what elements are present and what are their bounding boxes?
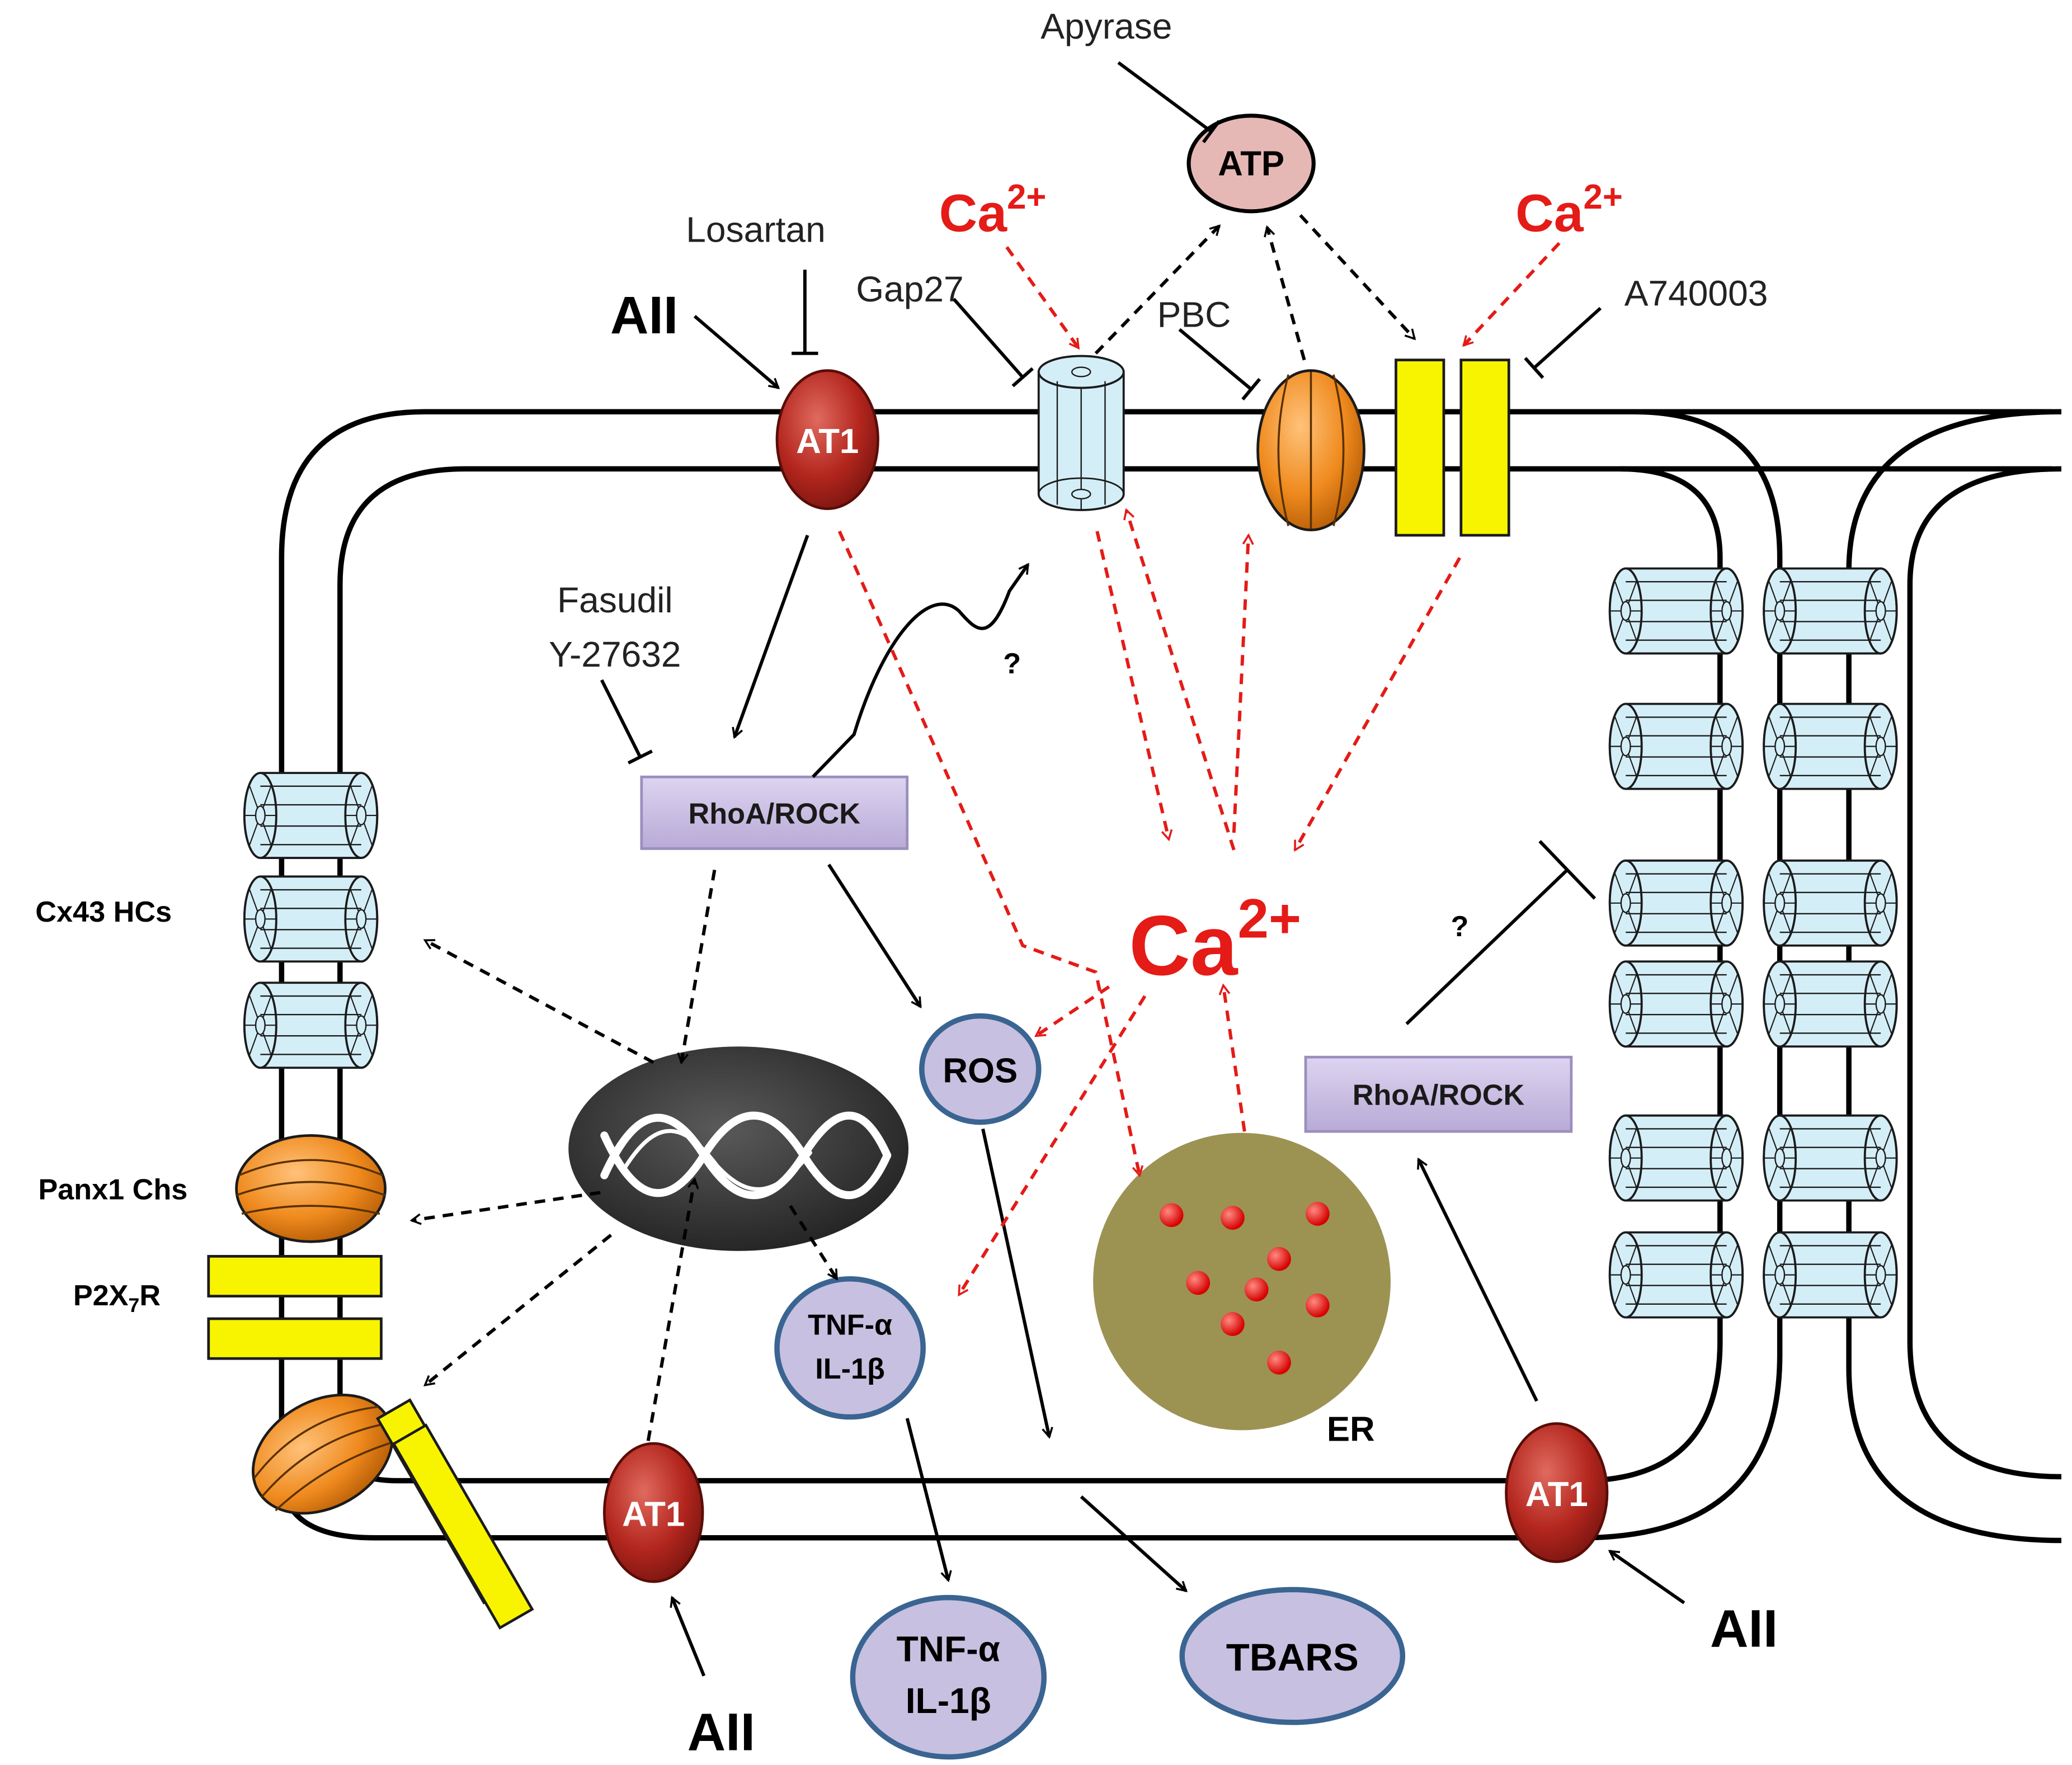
at1-label-top: AT1 [796, 422, 859, 461]
tnf-alpha-outer-label: TNF-α [897, 1629, 1000, 1669]
panx1-channel-left [235, 1134, 387, 1243]
gap27-inhibits-hc [952, 298, 1034, 388]
gap27-label: Gap27 [856, 269, 963, 309]
at1-to-rhoa-right-arrow [1419, 1159, 1538, 1402]
y27632-label: Y-27632 [549, 634, 681, 674]
endoplasmic-reticulum: ER [1093, 1132, 1391, 1448]
ca-to-hc-arrow [1126, 510, 1236, 851]
a740003-label: A740003 [1624, 273, 1768, 313]
ros-to-membrane-arrow [981, 1128, 1049, 1437]
p2x7-receptor-top [1395, 358, 1510, 537]
gap-junction-channels [1608, 567, 1898, 1319]
il1b-inner-label: IL-1β [815, 1353, 885, 1385]
rhoa-rock-box-left: RhoA/ROCK [640, 775, 909, 850]
nucleus-to-cytokines-arrow [789, 1205, 839, 1279]
panx1-channel-top [1256, 369, 1365, 531]
ca-label-top-left: Ca2+ [939, 178, 1047, 243]
inhibition-lines [600, 61, 1602, 1026]
er-to-ca-arrow [1223, 985, 1246, 1132]
question-mark-right: ? [1451, 910, 1468, 943]
atp-label: ATP [1218, 145, 1284, 183]
nucleus-to-p2x7-arrow [425, 1234, 613, 1387]
aii-to-at1-right-arrow [1610, 1550, 1685, 1604]
ca-to-cytokines-arrow [957, 995, 1147, 1295]
panx1-to-atp-arrow [1267, 227, 1306, 361]
at1-to-rhoa-arrow [734, 535, 809, 737]
at1-to-er-arrow [837, 530, 1140, 1176]
aii-to-at1-top-arrow [693, 315, 779, 388]
fasudil-inhibits-rhoa [600, 679, 653, 764]
at1-receptor-right: AT1 [1505, 1422, 1609, 1563]
panx1-channel-bottom [252, 1394, 395, 1515]
panx1-chs-label: Panx1 Chs [38, 1173, 187, 1206]
tbars-label: TBARS [1226, 1636, 1359, 1679]
apyrase-label: Apyrase [1040, 6, 1172, 46]
ros-node: ROS [919, 1013, 1042, 1125]
losartan-label: Losartan [686, 209, 825, 249]
p2x7-to-ca-arrow [1293, 557, 1462, 850]
rhoa-to-nucleus-arrow [681, 869, 717, 1062]
ca-influx-hc-arrow [1005, 246, 1080, 348]
ca-label-top-right: Ca2+ [1515, 178, 1623, 243]
aii-label-bottom-left: AII [687, 1703, 755, 1762]
rhoa-rock-box-right: RhoA/ROCK [1304, 1055, 1573, 1133]
at1-receptor-top: AT1 [775, 369, 879, 510]
hc-to-ca-arrow [1095, 531, 1169, 839]
a740003-inhibits-p2x7 [1524, 306, 1602, 379]
rhoa-inhibits-gap-junction [1405, 839, 1597, 1026]
p2x7-receptor-bottom [375, 1398, 534, 1630]
tnf-alpha-inner-label: TNF-α [808, 1309, 892, 1341]
nucleus-to-cx43-arrow [425, 938, 654, 1064]
nucleus-to-panx1-arrow [412, 1191, 601, 1220]
nucleus [568, 1046, 909, 1251]
atp-to-p2x7-arrow [1299, 214, 1414, 339]
ca-influx-p2x7-arrow [1464, 242, 1561, 346]
question-mark-top: ? [1003, 648, 1021, 680]
ca-to-panx1-arrow [1232, 535, 1249, 833]
aii-label-top: AII [610, 286, 678, 345]
p2x7-receptor-left [207, 1255, 383, 1360]
aii-label-bottom-right: AII [1710, 1599, 1778, 1658]
at1-receptor-bottom: AT1 [602, 1442, 704, 1583]
p2x7r-label: P2X7R [73, 1280, 161, 1316]
cytokines-outer-node: TNF-α IL-1β [850, 1594, 1047, 1760]
rhoa-rock-label-right: RhoA/ROCK [1353, 1079, 1525, 1112]
apyrase-inhibits-atp [1117, 61, 1221, 144]
cx43-hemichannels-left [243, 772, 379, 1069]
dashed-arrows [412, 214, 1415, 1441]
er-label: ER [1327, 1410, 1375, 1448]
ros-label: ROS [943, 1051, 1018, 1090]
pbc-inhibits-panx1 [1178, 328, 1261, 401]
calcium-arrows [837, 242, 1561, 1295]
dna-helix-icon [600, 1111, 892, 1200]
pbc-label: PBC [1157, 294, 1231, 334]
at1-label-right: AT1 [1525, 1475, 1588, 1514]
cx43-hemichannel-top [1037, 355, 1125, 511]
cytokine-release-arrow [905, 1418, 949, 1580]
ca-to-ros-arrow [1036, 985, 1110, 1037]
at1-to-nucleus-arrow [646, 1179, 695, 1441]
rhoa-rock-label-left: RhoA/ROCK [689, 797, 861, 830]
rhoa-to-ros-arrow [827, 863, 922, 1007]
ca-label-center: Ca2+ [1129, 888, 1301, 993]
cytokines-inner-node: TNF-α IL-1β [774, 1276, 926, 1420]
cx43-hcs-label: Cx43 HCs [35, 896, 172, 928]
er-calcium-dots [1159, 1202, 1330, 1375]
solid-arrows [672, 315, 1685, 1677]
text-labels: Apyrase Losartan Gap27 PBC A740003 Fasud… [35, 6, 1778, 1762]
rhoa-to-hemichannel-wavy-arrow [811, 564, 1030, 778]
aii-to-at1-bottom-arrow [672, 1598, 706, 1677]
tbars-node: TBARS [1179, 1587, 1406, 1725]
fasudil-label: Fasudil [557, 580, 673, 620]
at1-label-bottom: AT1 [622, 1495, 685, 1533]
il1b-outer-label: IL-1β [906, 1681, 991, 1721]
tbars-arrow [1080, 1495, 1186, 1591]
